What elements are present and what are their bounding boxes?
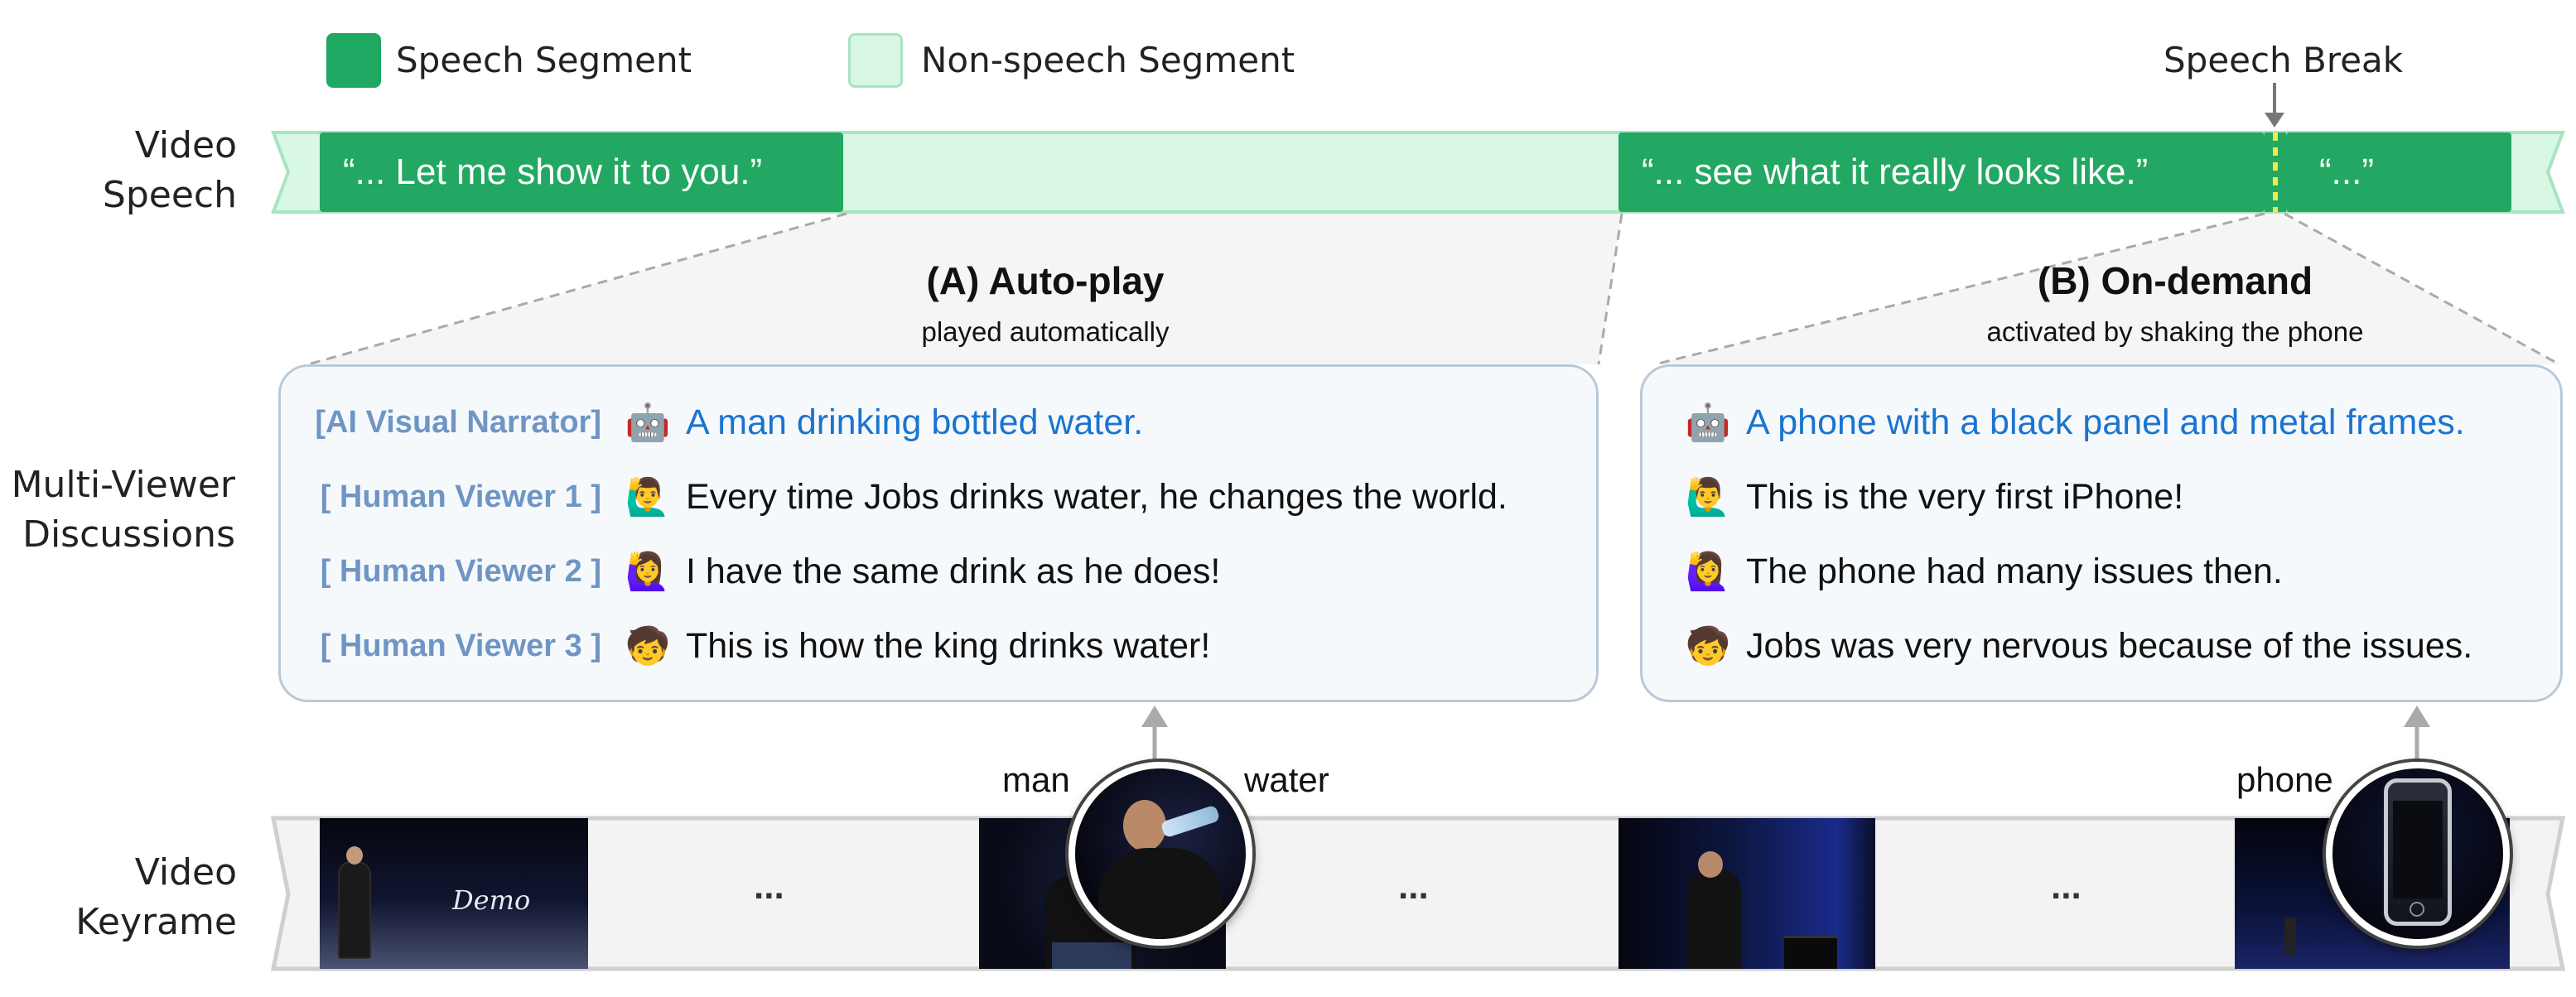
water-bottle-icon [1160,804,1221,839]
role-label-ai-narrator: [AI Visual Narrator] [315,404,601,440]
man-raising-hand-icon: 🙋‍♂️ [625,476,671,518]
ondemand-row-ai: 🤖 A phone with a black panel and metal f… [1676,397,2465,447]
robot-icon: 🤖 [1685,402,1731,444]
autoplay-viewer-1-message: Every time Jobs drinks water, he changes… [686,476,1507,517]
autoplay-viewer-3-message: This is how the king drinks water! [686,625,1211,666]
arrow-up-autoplay-head [1141,706,1168,727]
speech-segment-3-text: “...” [2319,152,2374,192]
funnel-ondemand-right-edge [2284,212,2560,366]
autoplay-title: (A) Auto-play [926,259,1165,302]
autoplay-row-viewer1: [ Human Viewer 1 ] 🙋‍♂️ Every time Jobs … [278,472,1507,522]
row-label-discussions: Multi-Viewer Discussions [12,460,235,560]
iphone-home-button [2410,902,2424,917]
speech-segment-1-text: “... Let me show it to you.” [343,152,763,192]
arrow-up-ondemand-head [2404,706,2430,727]
keyframe-demo-text: Demo [452,884,531,916]
keyframe-demo-stage[interactable]: Demo [320,818,588,969]
role-label-viewer-3: [ Human Viewer 3 ] [320,628,601,663]
funnel-autoplay-left-edge [307,212,847,366]
robot-icon: 🤖 [625,402,671,444]
ondemand-row-viewer2: 🙋‍♀️ The phone had many issues then. [1676,547,2283,596]
child-face-icon: 🧒 [625,625,671,667]
autoplay-row-ai: [AI Visual Narrator] 🤖 A man drinking bo… [278,397,1143,447]
iphone-icon [2384,778,2452,926]
row-label-keyframe: Video Keyrame [75,848,237,947]
keyframe-ellipsis-2: ... [1398,866,1429,907]
speech-segment-1[interactable]: “... Let me show it to you.” [320,132,843,212]
keyword-phone: phone [2236,760,2333,799]
row-label-discussion-line2: Discussions [22,513,235,556]
speech-segment-2[interactable]: “... see what it really looks like.” [1618,132,2265,212]
presenter-figure [338,861,371,959]
stage-presenter-figure [2284,918,2296,956]
legend-speech-label: Speech Segment [396,40,692,80]
autoplay-row-viewer2: [ Human Viewer 2 ] 🙋‍♀️ I have the same … [278,547,1221,596]
presenter-head [1698,851,1723,878]
zoom-circle-man-water [1069,762,1252,946]
ondemand-viewer-2-message: The phone had many issues then. [1746,551,2283,591]
ondemand-row-viewer3: 🧒 Jobs was very nervous because of the i… [1676,621,2473,671]
keyframe-podium[interactable] [1618,818,1875,969]
role-label-viewer-1: [ Human Viewer 1 ] [320,479,601,514]
keyword-water: water [1244,760,1329,799]
funnel-autoplay-right-edge [1597,213,1623,365]
zoom-head [1123,800,1166,851]
ondemand-ai-message: A phone with a black panel and metal fra… [1746,402,2465,442]
row-label-discussion-line1: Multi-Viewer [11,464,235,506]
zoom-torso [1098,848,1223,939]
speech-break-arrow-head [2265,113,2284,128]
keyframe-track-band [270,816,2566,971]
row-label-speech-line2: Speech [102,174,237,216]
ondemand-discussion-panel [1640,364,2563,702]
speech-break-label: Speech Break [2164,40,2404,80]
child-face-icon: 🧒 [1685,625,1731,667]
funnel-ondemand [1655,214,2559,364]
ondemand-viewer-3-message: Jobs was very nervous because of the iss… [1746,625,2473,666]
man-raising-hand-icon: 🙋‍♂️ [1685,476,1731,518]
keyword-man: man [1002,760,1070,799]
autoplay-discussion-panel [278,364,1599,702]
woman-raising-hand-icon: 🙋‍♀️ [1685,551,1731,593]
zoom-circle-phone [2326,762,2510,946]
iphone-screen [2393,801,2443,898]
autoplay-viewer-2-message: I have the same drink as he does! [686,551,1221,591]
autoplay-subtitle: played automatically [921,316,1170,347]
speech-segment-3[interactable]: “...” [2286,132,2511,212]
row-label-keyframe-line1: Video [134,851,237,893]
podium [1784,936,1837,969]
row-label-speech-line1: Video [134,124,237,166]
autoplay-row-viewer3: [ Human Viewer 3 ] 🧒 This is how the kin… [278,621,1211,671]
autoplay-ai-message: A man drinking bottled water. [686,402,1144,442]
legend-nonspeech-label: Non-speech Segment [921,40,1295,80]
speech-break-dashed-line [2273,132,2278,212]
row-label-video-speech: Video Speech [103,121,237,220]
keyframe-ellipsis-1: ... [754,866,784,907]
legend-speech-swatch [326,33,381,88]
ondemand-row-viewer1: 🙋‍♂️ This is the very first iPhone! [1676,472,2184,522]
woman-raising-hand-icon: 🙋‍♀️ [625,551,671,593]
ondemand-viewer-1-message: This is the very first iPhone! [1746,476,2184,517]
presenter-jeans [1052,942,1131,969]
funnel-autoplay [308,214,1622,364]
ondemand-subtitle: activated by shaking the phone [1986,316,2364,347]
funnel-ondemand-left-edge [1654,212,2265,366]
legend-nonspeech-swatch [848,33,903,88]
row-label-keyframe-line2: Keyrame [75,901,237,943]
speech-segment-2-text: “... see what it really looks like.” [1642,152,2149,192]
role-label-viewer-2: [ Human Viewer 2 ] [320,553,601,589]
ondemand-title: (B) On-demand [2037,259,2313,302]
speech-break-marker [2265,132,2286,212]
presenter-head [346,846,363,865]
presenter-body [1688,869,1741,969]
keyframe-ellipsis-3: ... [2051,866,2082,907]
